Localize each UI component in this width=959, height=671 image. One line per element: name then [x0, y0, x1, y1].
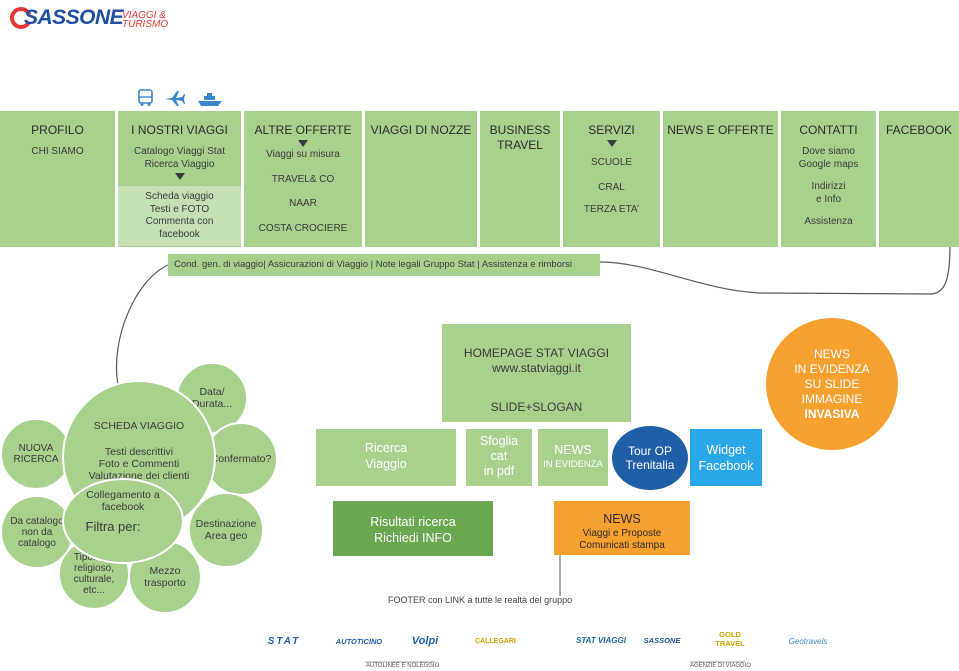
- chevron-down-icon: [298, 140, 308, 147]
- brand-logo[interactable]: SASSONE VIAGGI & TURISMO: [8, 4, 178, 32]
- partner-logo-stat[interactable]: STAT: [267, 636, 301, 647]
- nav-link[interactable]: TERZA ETA’: [583, 204, 640, 215]
- nav-link[interactable]: CRAL: [598, 181, 625, 193]
- nav-title: BUSINESS: [489, 123, 551, 137]
- info-links-text[interactable]: Cond. gen. di viaggio| Assicurazioni di …: [174, 259, 572, 270]
- logo-brand-text: SASSONE: [24, 6, 124, 29]
- slide-slogan: SLIDE+SLOGAN: [490, 400, 583, 414]
- submenu-item[interactable]: Testi e FOTO: [149, 203, 210, 215]
- partner-logo-volpi[interactable]: Volpi: [411, 635, 439, 647]
- logo-sub2: TURISMO: [122, 19, 169, 30]
- nav-title: VIAGGI DI NOZZE: [370, 123, 472, 137]
- plane-icon: [165, 91, 185, 106]
- nav-link[interactable]: Assistenza: [804, 216, 853, 227]
- nav-servizi[interactable]: SERVIZI SCUOLE CRAL TERZA ETA’: [563, 111, 660, 247]
- nav-title: SERVIZI: [588, 123, 635, 137]
- homepage-box[interactable]: HOMEPAGE STAT VIAGGI www.statviaggi.it S…: [442, 324, 631, 422]
- nav-link[interactable]: COSTA CROCIERE: [258, 222, 348, 234]
- logo-mark-icon: [10, 7, 34, 29]
- news-slide-circle[interactable]: NEWS IN EVIDENZA SU SLIDE IMMAGINE INVAS…: [766, 318, 898, 450]
- news-in-evidenza-box[interactable]: NEWS IN EVIDENZA: [538, 429, 608, 486]
- submenu-item[interactable]: facebook: [159, 228, 200, 240]
- nav-link-ricerca[interactable]: Ricerca Viaggio: [144, 158, 215, 170]
- bus-icon: [138, 89, 153, 106]
- nav-link[interactable]: SCUOLE: [590, 157, 633, 168]
- ricerca-viaggio-box[interactable]: Ricerca Viaggio: [316, 429, 456, 486]
- partner-logo-autoticino[interactable]: AUTOTICINO: [335, 637, 383, 646]
- partner-logo-gold-travel[interactable]: GOLD TRAVEL: [715, 630, 745, 648]
- nav-link[interactable]: TRAVEL& CO: [271, 173, 335, 185]
- nav-link-catalogo[interactable]: Catalogo Viaggi Stat: [134, 146, 225, 157]
- nav-title: NEWS E OFFERTE: [667, 123, 774, 137]
- risultati-ricerca-box[interactable]: Risultati ricerca Richiedi INFO: [333, 501, 493, 556]
- nav-facebook[interactable]: FACEBOOK: [879, 111, 959, 247]
- partner-logo-geotravels[interactable]: Geotravels: [788, 637, 828, 646]
- nav-link[interactable]: Indirizzi: [811, 181, 846, 192]
- nav-link[interactable]: Viaggi su misura: [266, 149, 340, 160]
- news-comunicati-box[interactable]: NEWS Viaggi e Proposte Comunicati stampa: [554, 501, 690, 555]
- nav-title: I NOSTRI VIAGGI: [131, 123, 228, 137]
- widget-facebook-box[interactable]: Widget Facebook: [690, 429, 762, 486]
- scheda-line: Foto e Commenti: [98, 458, 180, 470]
- nav-title: CONTATTI: [799, 123, 858, 137]
- filtra-circle: Collegamento a facebook Filtra per:: [62, 478, 184, 564]
- footer-note: FOOTER con LINK a tutte le realtà del gr…: [388, 595, 573, 605]
- nav-altre-offerte[interactable]: ALTRE OFFERTE Viaggi su misura TRAVEL& C…: [244, 111, 362, 247]
- nav-profilo[interactable]: PROFILO CHI SIAMO: [0, 111, 115, 247]
- nav-title-line2: TRAVEL: [497, 138, 543, 152]
- partner-logo-sassone[interactable]: SASSONE: [643, 636, 681, 645]
- nav-title: PROFILO: [31, 123, 84, 137]
- tour-op-trenitalia-circle[interactable]: Tour OP Trenitalia: [612, 426, 688, 490]
- connector-curve-left: [115, 264, 169, 386]
- nav-link[interactable]: NAAR: [289, 198, 317, 209]
- nav-business-travel[interactable]: BUSINESS TRAVEL: [480, 111, 560, 247]
- ship-icon: [198, 93, 222, 106]
- info-links-bar[interactable]: Cond. gen. di viaggio| Assicurazioni di …: [168, 254, 600, 276]
- connector-curve-right: [599, 244, 951, 295]
- chevron-down-icon: [174, 173, 185, 180]
- submenu-item[interactable]: Commenta con: [145, 216, 214, 227]
- scheda-line: Testi descrittivi: [104, 446, 174, 458]
- homepage-title: HOMEPAGE STAT VIAGGI: [463, 346, 610, 360]
- nav-link[interactable]: Google maps: [798, 158, 859, 170]
- nav-title: FACEBOOK: [885, 123, 953, 137]
- sfoglia-catalogo-box[interactable]: Sfoglia cat in pdf: [466, 429, 532, 486]
- petal-confermato: Confermato?: [204, 422, 278, 496]
- petal-nuova-ricerca[interactable]: NUOVA RICERCA: [0, 418, 72, 490]
- partner-logo-callegari[interactable]: CALLEGARI: [475, 638, 516, 645]
- nav-link-chi-siamo[interactable]: CHI SIAMO: [31, 146, 84, 157]
- logo-sub1: VIAGGI &: [122, 10, 166, 21]
- scheda-title: SCHEDA VIAGGIO: [93, 420, 185, 432]
- nav-link[interactable]: Dove siamo: [802, 146, 855, 157]
- submenu-item[interactable]: Scheda viaggio: [145, 191, 214, 202]
- footer-label-agenzie: AGENZIE DI VIAGGIO: [690, 663, 752, 669]
- collegamento-facebook: Collegamento a facebook: [86, 489, 160, 513]
- nav-title: ALTRE OFFERTE: [254, 123, 352, 137]
- chevron-down-icon: [606, 140, 617, 147]
- nav-nostri-viaggi-submenu[interactable]: Scheda viaggio Testi e FOTO Commenta con…: [118, 186, 241, 246]
- homepage-url[interactable]: www.statviaggi.it: [492, 361, 581, 375]
- petal-da-catalogo: Da catalogo non da catalogo: [0, 495, 74, 569]
- nav-viaggi-nozze[interactable]: VIAGGI DI NOZZE: [365, 111, 477, 247]
- nav-contatti[interactable]: CONTATTI Dove siamo Google maps Indirizz…: [781, 111, 876, 247]
- partner-logo-stat-viaggi[interactable]: STAT VIAGGI: [576, 636, 626, 645]
- nav-news-offerte[interactable]: NEWS E OFFERTE: [663, 111, 778, 247]
- petal-destinazione: Destinazione Area geo: [188, 492, 264, 568]
- filtra-label: Filtra per:: [85, 519, 141, 534]
- nav-link[interactable]: e Info: [815, 193, 842, 205]
- footer-label-autolinee: AUTOLINEE E NOLEGGIO: [366, 663, 440, 669]
